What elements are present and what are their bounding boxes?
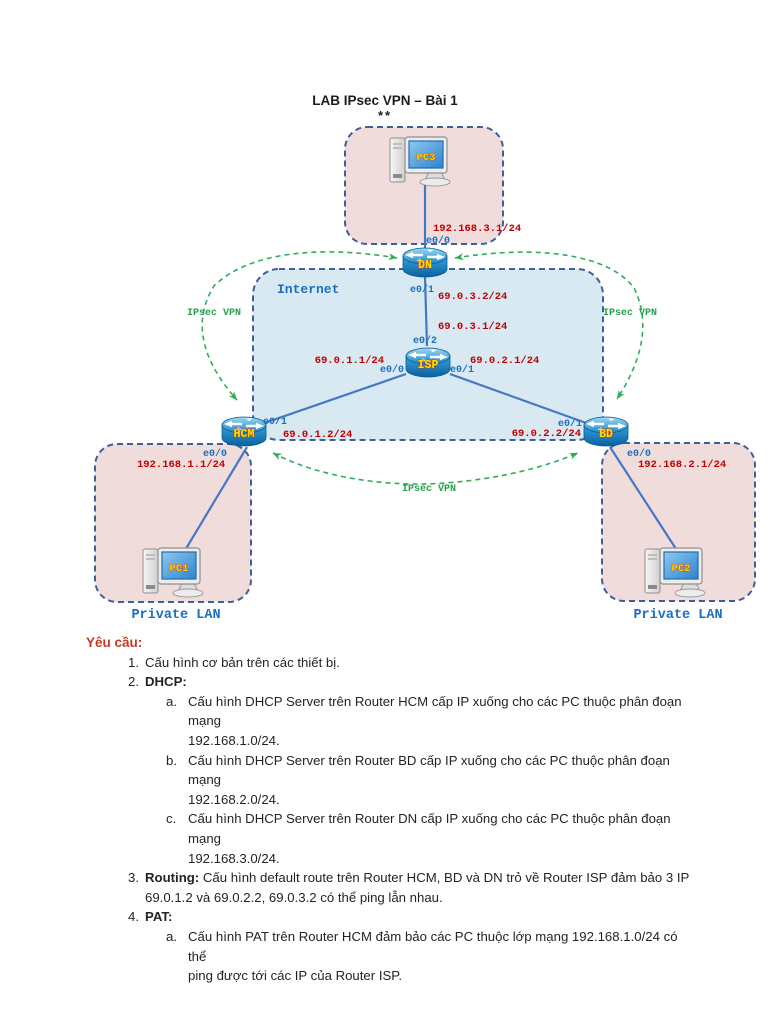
- ip-isp-to-dn: 69.0.3.1/24: [438, 321, 507, 333]
- if-dn-e0-1: e0/1: [410, 284, 434, 296]
- network-topology-diagram: PC3 PC1 PC2 DN ISP HCM BD Internet Priva…: [94, 126, 756, 623]
- item-marker: 4.: [128, 909, 139, 925]
- item-marker: 3.: [128, 870, 139, 886]
- item-text: Cấu hình cơ bản trên các thiết bị.: [145, 654, 340, 670]
- if-isp-e0-2: e0/2: [413, 335, 437, 347]
- item-label: Routing:: [145, 870, 200, 886]
- requirement-item-1: 1. Cấu hình cơ bản trên các thiết bị.: [0, 653, 768, 673]
- item-marker: a.: [166, 693, 177, 709]
- router-isp-label: ISP: [418, 359, 439, 372]
- requirements-heading: Yêu cầu:: [86, 635, 143, 650]
- item-text: ping được tới các IP của Router ISP.: [188, 968, 403, 984]
- if-bd-e0-1: e0/1: [558, 418, 582, 430]
- private-lan-left-label: Private LAN: [131, 608, 220, 623]
- router-dn-label: DN: [418, 259, 432, 272]
- if-dn-e0-0: e0/0: [426, 235, 450, 247]
- requirements-section: Yêu cầu: 1. Cấu hình cơ bản trên các thi…: [0, 633, 768, 986]
- requirement-item-2a: a. Cấu hình DHCP Server trên Router HCM …: [0, 692, 768, 751]
- requirement-item-2: 2. DHCP:: [0, 672, 768, 692]
- link-dn-isp: [423, 276, 429, 347]
- item-text-rest: Cấu hình default route trên Router HCM, …: [199, 870, 690, 886]
- vpn-tunnel-bd-dn: [454, 251, 644, 400]
- item-text: 192.168.3.0/24.: [188, 850, 280, 866]
- item-label: DHCP:: [145, 674, 187, 690]
- page-title: LAB IPsec VPN – Bài 1: [312, 93, 458, 108]
- item-text: 192.168.2.0/24.: [188, 791, 280, 807]
- if-bd-e0-0: e0/0: [627, 448, 651, 460]
- item-text: Cấu hình PAT trên Router HCM đảm bảo các…: [188, 928, 678, 964]
- router-bd-label: BD: [599, 428, 613, 441]
- item-marker: c.: [166, 811, 177, 827]
- item-text: Cấu hình DHCP Server trên Router BD cấp …: [188, 752, 670, 788]
- if-hcm-e0-0: e0/0: [203, 448, 227, 460]
- vpn-tunnel-hcm-dn: [201, 251, 398, 401]
- if-hcm-e0-1: e0/1: [263, 416, 287, 428]
- vpn-label-right: IPsec VPN: [603, 308, 657, 319]
- pc3-label: PC3: [417, 152, 436, 164]
- link-bd-pc2: [609, 446, 679, 553]
- item-text: Cấu hình DHCP Server trên Router HCM cấp…: [188, 693, 682, 729]
- private-lan-right-zone: [601, 442, 756, 602]
- ip-bd-lan: 192.168.2.1/24: [638, 459, 726, 471]
- requirement-item-2c: c. Cấu hình DHCP Server trên Router DN c…: [0, 809, 768, 868]
- ip-isp-to-hcm: 69.0.1.1/24: [315, 355, 384, 367]
- ip-isp-to-bd: 69.0.2.1/24: [470, 355, 539, 367]
- requirement-item-4a: a. Cấu hình PAT trên Router HCM đảm bảo …: [0, 927, 768, 986]
- vpn-label-left: IPsec VPN: [187, 308, 241, 319]
- item-marker: a.: [166, 928, 177, 944]
- ip-dn-wan: 69.0.3.2/24: [438, 291, 507, 303]
- item-label: PAT:: [145, 909, 173, 925]
- requirement-item-4: 4. PAT:: [0, 907, 768, 927]
- private-lan-right-label: Private LAN: [633, 608, 722, 623]
- item-text: 69.0.1.2 và 69.0.2.2, 69.0.3.2 có thể pi…: [145, 889, 443, 905]
- link-hcm-pc1: [183, 446, 248, 553]
- internet-label: Internet: [277, 282, 339, 297]
- ip-hcm-wan: 69.0.1.2/24: [283, 429, 352, 441]
- item-text: Routing: Cấu hình default route trên Rou…: [145, 868, 696, 888]
- if-isp-e0-0: e0/0: [380, 364, 404, 376]
- if-isp-e0-1: e0/1: [450, 364, 474, 376]
- vpn-label-bottom: IPsec VPN: [402, 484, 456, 495]
- item-marker: 2.: [128, 674, 139, 690]
- private-lan-left-zone: [94, 443, 252, 603]
- requirement-item-3: 3. Routing: Cấu hình default route trên …: [0, 868, 768, 907]
- item-text: Cấu hình DHCP Server trên Router DN cấp …: [188, 811, 671, 846]
- router-hcm-label: HCM: [234, 428, 255, 441]
- pc1-label: PC1: [170, 563, 189, 575]
- ip-pc3-lan: 192.168.3.1/24: [433, 223, 521, 235]
- requirement-item-2b: b. Cấu hình DHCP Server trên Router BD c…: [0, 751, 768, 810]
- ip-hcm-lan: 192.168.1.1/24: [137, 459, 225, 471]
- pc2-label: PC2: [672, 563, 691, 575]
- item-marker: 1.: [128, 654, 139, 670]
- vpn-tunnel-hcm-bd: [272, 452, 579, 485]
- title-note: **: [377, 108, 393, 123]
- item-marker: b.: [166, 752, 177, 768]
- item-text: 192.168.1.0/24.: [188, 732, 280, 748]
- ip-bd-wan: 69.0.2.2/24: [512, 428, 581, 440]
